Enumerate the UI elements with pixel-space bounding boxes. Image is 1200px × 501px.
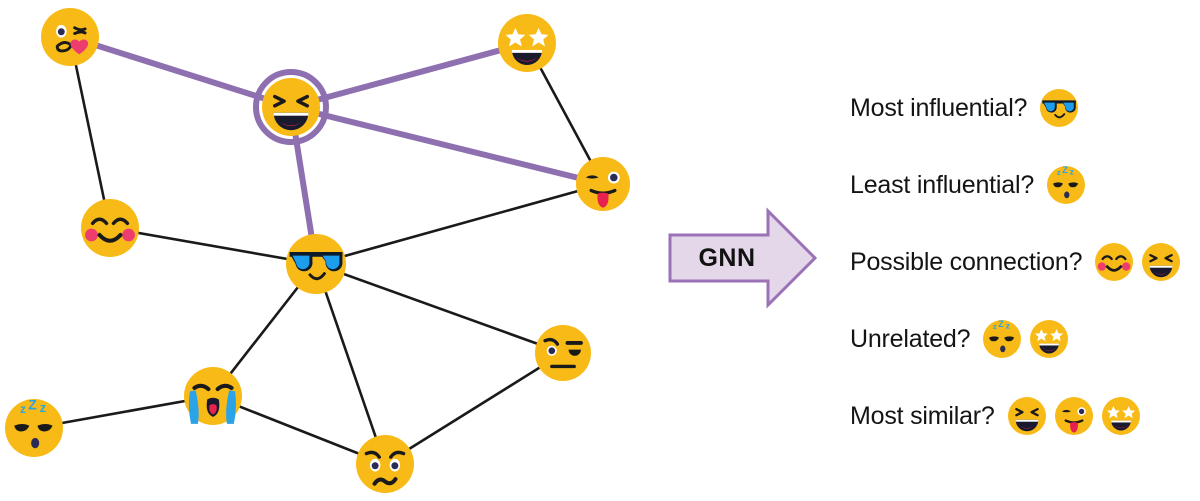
grinning-squinting-face-icon [1007,397,1046,435]
graph-edge-sunglasses-eyebrow [314,262,565,355]
winking-face-with-tongue-icon [1054,397,1093,435]
winking-face-with-tongue-icon [576,157,630,211]
star-struck-icon [1101,397,1140,435]
arrow-polygon [668,207,818,309]
graph-edge-kiss-grinning [67,34,294,110]
svg-text:z: z [20,403,26,416]
graph-edge-anguished-eyebrow [383,351,565,466]
graph-node-crying[interactable] [184,367,242,425]
graph-edge-kiss-blush [68,35,112,230]
graph-edge-grinning-starstruck [288,40,530,110]
svg-text:z: z [40,400,46,415]
question-label-least-influential: Least influential? [850,170,1035,199]
graph-node-sunglasses[interactable] [286,234,346,294]
star-struck-icon [1030,320,1069,358]
svg-text:z: z [993,322,997,331]
graph-node-blush[interactable] [81,199,139,257]
graph-node-eyebrow[interactable] [535,325,591,381]
smiling-face-with-blush-icon [1095,243,1134,281]
star-struck-icon [498,14,556,72]
question-label-most-similar: Most similar? [850,401,995,430]
answer-star-struck[interactable] [1030,320,1069,358]
svg-text:z: z [1057,168,1061,177]
svg-text:z: z [1070,166,1074,176]
answer-star-struck[interactable] [1101,397,1140,435]
anguished-face-icon [356,435,414,493]
graph-node-anguished[interactable] [356,435,414,493]
gnn-arrow-shape [668,207,818,309]
graph-edge-tongue-sunglasses [314,182,605,266]
questions-panel: GNN Most influential? Least influential? z… [660,0,1200,501]
face-with-raised-eyebrow-icon [535,325,591,381]
graph-node-starstruck[interactable] [498,14,556,72]
smiling-face-with-sunglasses-icon [1040,89,1079,127]
answer-smiling-face-with-sunglasses[interactable] [1040,89,1079,127]
answer-grinning-squinting-face[interactable] [1007,397,1046,435]
answer-smiling-face-with-blush[interactable] [1095,243,1134,281]
smiling-face-with-blush-icon [81,199,139,257]
smiling-face-with-sunglasses-icon [286,234,346,294]
face-blowing-a-kiss-icon [41,8,99,66]
answer-group-possible-connection [1095,243,1181,281]
question-label-unrelated: Unrelated? [850,324,971,353]
answer-winking-face-with-tongue[interactable] [1054,397,1093,435]
svg-text:Z: Z [1062,165,1068,175]
svg-text:z: z [1006,320,1010,330]
answer-group-most-influential [1040,89,1079,127]
graph-edge-grinning-tongue [288,104,606,187]
graph-edge-crying-anguished [211,394,387,466]
graph-edge-sleeping-crying [32,394,215,430]
gnn-arrow: GNN [668,205,818,311]
gnn-label: GNN [698,243,756,272]
question-row-possible-connection: Possible connection? [850,243,1181,281]
graph-node-tongue[interactable] [576,157,630,211]
question-row-most-influential: Most influential? [850,89,1079,127]
svg-text:Z: Z [999,319,1005,329]
question-label-most-influential: Most influential? [850,93,1028,122]
grinning-squinting-face-icon [1142,243,1181,281]
answer-grinning-squinting-face[interactable] [1142,243,1181,281]
svg-text:Z: Z [28,396,37,412]
graph-node-grinning[interactable] [253,69,329,145]
answer-group-most-similar [1007,397,1140,435]
graph-edge-blush-sunglasses [108,226,318,266]
question-label-possible-connection: Possible connection? [850,247,1083,276]
graph-edge-sunglasses-anguished [314,262,387,466]
question-row-most-similar: Most similar? [850,397,1140,435]
graph-node-kiss[interactable] [41,8,99,66]
highlight-ring [253,69,329,145]
loudly-crying-face-icon [184,367,242,425]
grinning-squinting-face-icon [262,78,320,136]
